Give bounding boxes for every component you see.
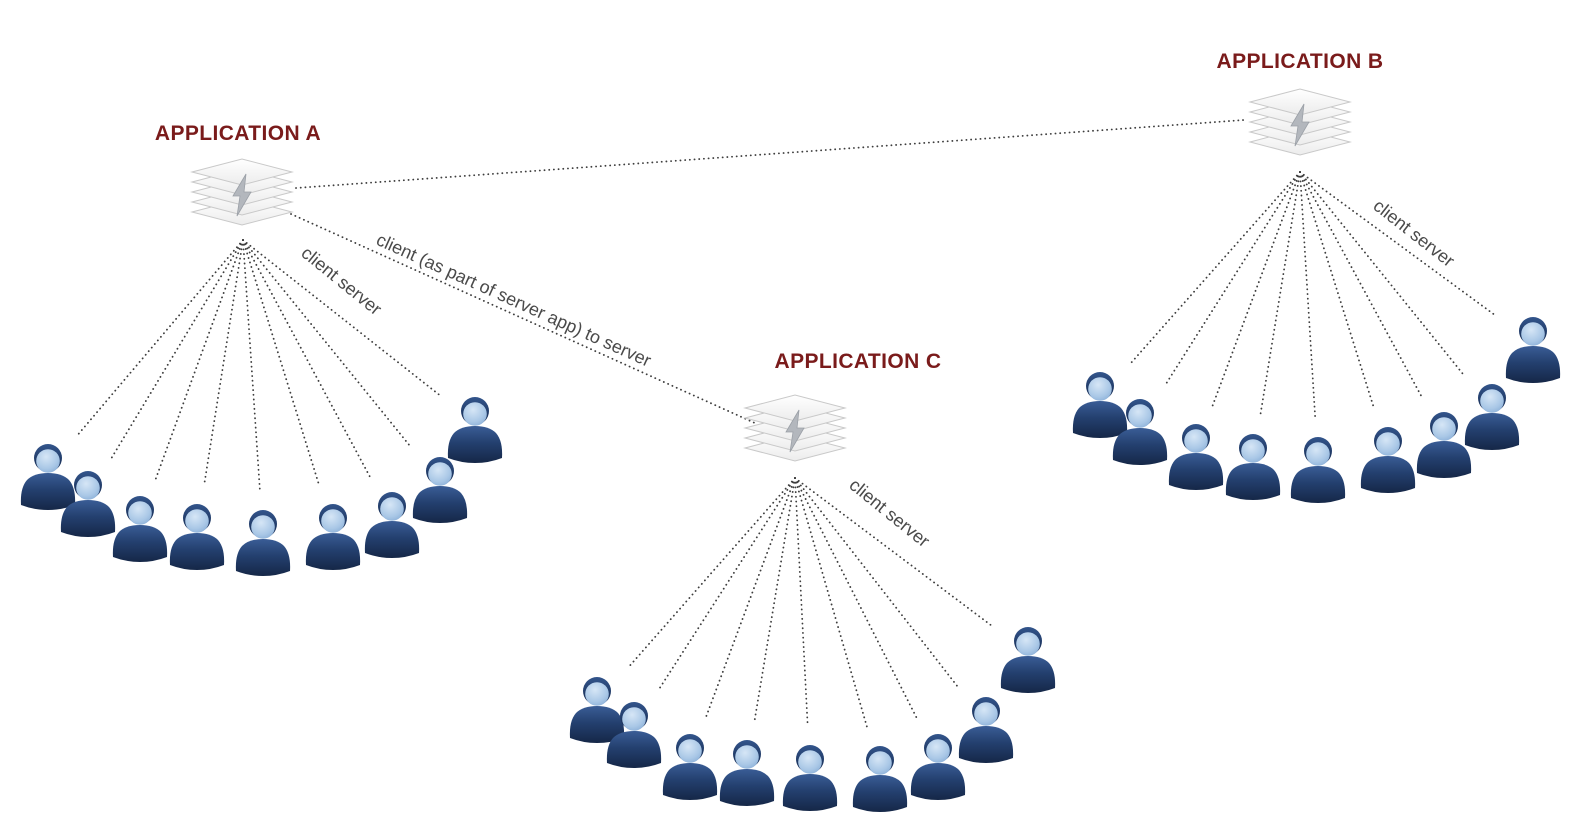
client-person-icon [235, 510, 291, 576]
client-person-icon [1505, 317, 1561, 383]
servers-and-clients [20, 88, 1561, 812]
label-application-c: APPLICATION C [775, 350, 942, 373]
fan-line-application-b [1299, 171, 1497, 317]
edge-a-to-c [290, 213, 758, 425]
client-person-icon [852, 746, 908, 812]
fan-line-application-a [203, 239, 244, 486]
client-person-icon [169, 504, 225, 570]
client-person-icon [447, 397, 503, 463]
edge-label-a-to-c: client (as part of server app) to server [373, 229, 654, 370]
client-person-icon [305, 504, 361, 570]
client-person-icon [112, 496, 168, 562]
fan-line-application-b [1299, 171, 1424, 399]
fan-line-application-c [705, 477, 796, 718]
client-person-icon [1360, 427, 1416, 493]
client-person-icon [1225, 434, 1281, 500]
edge-a-to-b [295, 119, 1245, 189]
client-person-icon [412, 457, 468, 523]
fan-line-application-a [76, 239, 244, 436]
server-stack-icon-application-b [1249, 88, 1351, 156]
fan-line-application-a [110, 239, 244, 459]
fan-line-application-a [154, 239, 244, 480]
client-person-icon [1000, 627, 1056, 693]
client-person-icon [910, 734, 966, 800]
client-person-icon [782, 745, 838, 811]
client-person-icon [569, 677, 625, 743]
client-person-icon [20, 444, 76, 510]
fan-line-application-a [242, 239, 321, 487]
label-application-a: APPLICATION A [155, 122, 321, 145]
client-person-icon [364, 492, 420, 558]
client-person-icon [1464, 384, 1520, 450]
fan-line-application-a [242, 239, 440, 396]
fan-line-application-a [242, 239, 261, 492]
fan-line-application-c [794, 477, 993, 627]
fan-line-application-b [1163, 171, 1301, 388]
fan-line-application-c [794, 477, 869, 729]
fan-line-application-c [794, 477, 959, 688]
label-application-b: APPLICATION B [1217, 50, 1384, 73]
inter-app-edges [290, 119, 1245, 425]
client-person-icon [1168, 424, 1224, 490]
fan-line-application-b [1211, 171, 1301, 408]
fan-line-application-b [1299, 171, 1317, 418]
fan-line-application-b [1299, 171, 1465, 376]
fan-line-application-c [794, 477, 919, 720]
server-stack-icon-application-a [191, 158, 293, 226]
client-person-icon [719, 740, 775, 806]
client-person-icon [1416, 412, 1472, 478]
fan-line-application-c [753, 477, 796, 722]
fan-line-application-b [1259, 171, 1301, 416]
client-person-icon [1290, 437, 1346, 503]
client-person-icon [1072, 372, 1128, 438]
fan-line-application-c [794, 477, 809, 726]
fan-line-application-b [1129, 171, 1301, 365]
fan-line-application-c [626, 477, 796, 670]
fan-label-application-a: client server [297, 243, 385, 320]
client-fan-lines [76, 171, 1497, 729]
server-stack-icon-application-c [744, 394, 846, 462]
fan-line-application-c [658, 477, 796, 691]
fan-line-application-b [1299, 171, 1376, 411]
client-person-icon [662, 734, 718, 800]
client-person-icon [958, 697, 1014, 763]
fan-label-application-c: client server [845, 475, 933, 552]
